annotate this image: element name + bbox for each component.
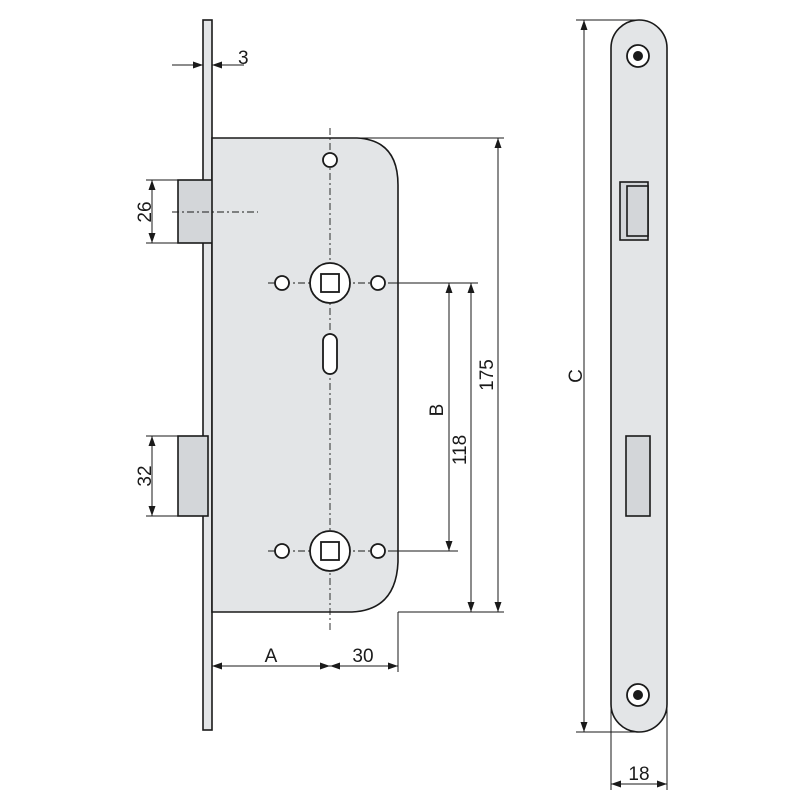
dimension-faceplate-thickness: 3 xyxy=(172,48,249,69)
dimension-faceplate-length: C xyxy=(566,19,638,733)
lock-case xyxy=(211,137,399,613)
dimension-bolt-height: 32 xyxy=(135,435,178,517)
distance-letter-label: B xyxy=(427,404,448,417)
screw-hole-lower-left xyxy=(274,543,290,559)
backset-letter-label: A xyxy=(265,646,278,667)
faceplate-front-view: C 18 xyxy=(566,19,668,790)
faceplate-thickness-label: 3 xyxy=(238,48,249,69)
faceplate-width-label: 18 xyxy=(628,764,649,785)
faceplate-letter-label: C xyxy=(566,369,587,383)
dead-bolt xyxy=(177,435,209,517)
emergency-release-follower xyxy=(309,530,351,572)
handle-follower xyxy=(309,262,351,304)
case-fixing-hole-top xyxy=(322,152,338,168)
faceplate-screw-hole-top xyxy=(626,44,650,68)
dimension-backset: A 30 xyxy=(212,612,399,672)
screw-hole-upper-left xyxy=(274,275,290,291)
faceplate-screw-hole-bottom xyxy=(626,683,650,707)
faceplate-front xyxy=(610,19,668,733)
handle-distance-label: 118 xyxy=(450,435,471,465)
dimension-handle-distance: 118 xyxy=(398,283,504,613)
case-offset-label: 30 xyxy=(352,646,373,667)
case-slot xyxy=(322,333,338,375)
dimension-faceplate-width: 18 xyxy=(610,700,668,790)
dimension-case-height: 175 xyxy=(360,137,504,612)
latch-height-label: 26 xyxy=(135,201,156,222)
dimension-latch-height: 26 xyxy=(135,179,178,244)
screw-hole-upper-right xyxy=(370,275,386,291)
case-height-label: 175 xyxy=(477,359,498,391)
faceplate-bolt-opening xyxy=(625,435,651,517)
screw-hole-lower-right xyxy=(370,543,386,559)
dimension-distance-b: B xyxy=(392,282,478,552)
faceplate-side xyxy=(202,19,213,731)
lock-side-view: 3 26 32 A 30 xyxy=(135,19,504,731)
bolt-height-label: 32 xyxy=(135,465,156,486)
faceplate-latch-opening xyxy=(619,181,649,241)
